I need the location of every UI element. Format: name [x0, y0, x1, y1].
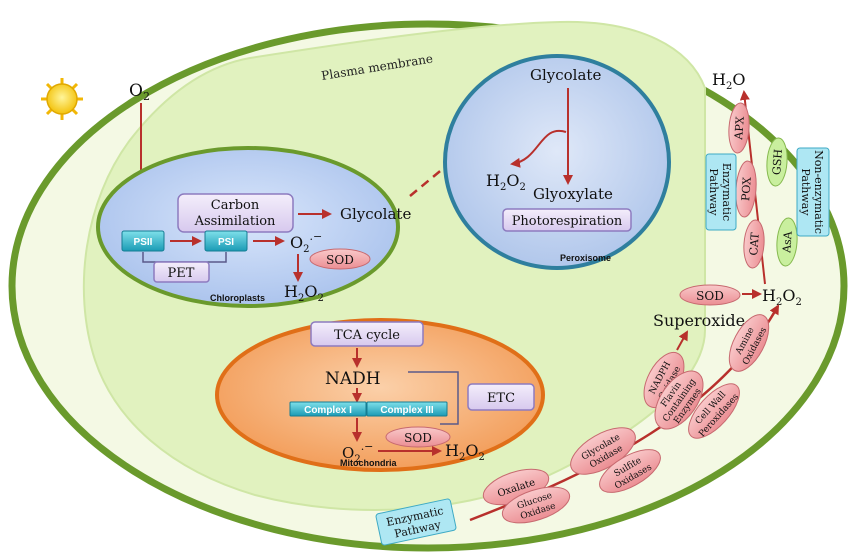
h2o-label: H2O — [712, 70, 745, 92]
pet-label: PET — [168, 266, 195, 281]
tca-cycle-box — [310, 321, 424, 347]
svg-text:Pathway: Pathway — [799, 168, 812, 216]
peroxisome-glyoxylate: Glyoxylate — [533, 185, 613, 203]
mitochondria-superoxide: O2.− — [342, 440, 373, 465]
complex-iii-label: Complex III — [380, 405, 434, 416]
carbon-assimilation-line1: Carbon — [211, 198, 260, 213]
pet-box — [153, 261, 210, 283]
etc-bracket — [408, 371, 459, 425]
amine-oxidases-ellipse: Amine Oxidases — [728, 314, 769, 372]
oxygen-label: O2 — [129, 81, 150, 103]
svg-text:Pathway: Pathway — [707, 168, 720, 216]
nadph-to-superoxide-arrow — [676, 330, 688, 351]
glucose-oxidase-ellipse: Glucose Oxidase — [501, 486, 571, 524]
svg-text:AsA: AsA — [780, 230, 795, 254]
peroxisome-glycolate: Glycolate — [530, 66, 601, 84]
svg-text:Enzymatic: Enzymatic — [720, 163, 733, 221]
peroxisome-label: Peroxisome — [560, 253, 611, 263]
carbon-assimilation-line2: Assimilation — [194, 214, 276, 229]
psi-box — [204, 230, 248, 252]
right-sod-label: SOD — [696, 289, 724, 303]
chloroplast-label: Chloroplasts — [210, 293, 265, 303]
peroxisome — [443, 54, 671, 270]
mitochondria-sod — [385, 426, 451, 448]
mitochondria-sod-label: SOD — [404, 431, 432, 445]
complex-i-label: Complex I — [304, 405, 352, 416]
chloroplast-sod-label: SOD — [326, 253, 354, 267]
etc-box — [467, 383, 535, 411]
cat-ellipse: CAT — [743, 219, 765, 269]
sun-icon — [41, 78, 83, 120]
complex-iii-box — [366, 401, 448, 417]
svg-text:POX: POX — [739, 176, 754, 201]
mitochondria-label: Mitochondria — [340, 458, 397, 468]
mitochondria — [215, 318, 545, 472]
psi-label: PSI — [218, 237, 234, 248]
chloroplast-h2o2: H2O2 — [284, 282, 324, 304]
asa-ellipse: AsA — [776, 217, 798, 267]
peroxisome-h2o2-arrow — [510, 129, 567, 168]
psii-box — [121, 230, 165, 252]
photorespiration-box — [502, 208, 632, 232]
right-h2o2: H2O2 — [762, 286, 802, 308]
chloroplast-superoxide: O2.− — [290, 230, 322, 255]
svg-text:GSH: GSH — [770, 149, 785, 176]
chloroplast-sod — [309, 248, 371, 270]
svg-text:APX: APX — [732, 116, 747, 141]
nonenzymatic-pathway-vertical: Non-enzymatic Pathway — [796, 147, 830, 237]
right-sod — [679, 284, 741, 306]
tca-cycle-label: TCA cycle — [334, 328, 400, 343]
enzymatic-pathway-vertical: Enzymatic Pathway — [705, 153, 737, 231]
chloroplast-glycolate: Glycolate — [340, 205, 411, 223]
svg-text:CAT: CAT — [747, 231, 762, 256]
complex-i-box — [289, 401, 367, 417]
psii-label: PSII — [134, 237, 153, 248]
svg-text:Non-enzymatic: Non-enzymatic — [812, 150, 825, 234]
peroxisome-h2o2: H2O2 — [486, 171, 526, 193]
gsh-ellipse: GSH — [766, 137, 788, 187]
nadh-label: NADH — [325, 369, 381, 389]
superoxide-label: Superoxide — [653, 311, 745, 330]
photorespiration-label: Photorespiration — [512, 214, 623, 229]
pox-ellipse: POX — [735, 160, 757, 218]
apx-ellipse: APX — [728, 102, 750, 154]
etc-label: ETC — [487, 391, 515, 406]
mitochondria-h2o2: H2O2 — [445, 441, 485, 463]
